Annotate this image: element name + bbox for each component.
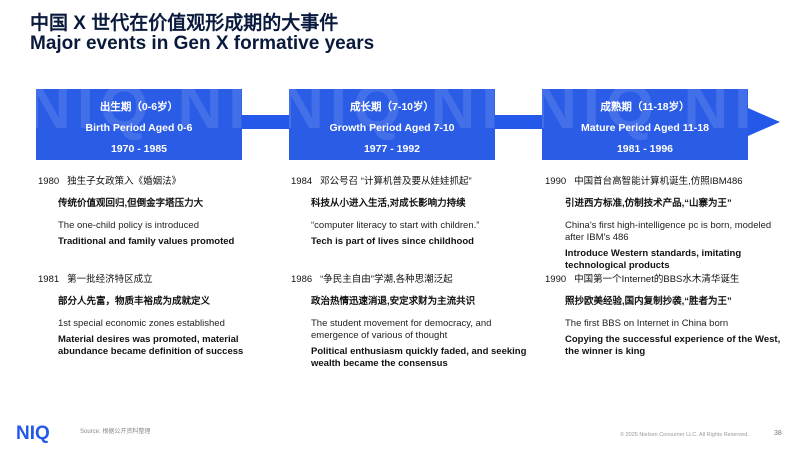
event-year: 1984 bbox=[291, 176, 313, 187]
event-block: 1980 独生子女政策入《婚姻法》 传统价值观回归,但倒金字塔压力大 The on… bbox=[38, 176, 278, 248]
period-box-birth: NIQ NIQ 出生期（0-6岁） Birth Period Aged 0-6 … bbox=[36, 89, 242, 160]
event-title: 中国第一个Internet的BBS水木清华诞生 bbox=[574, 274, 740, 285]
event-heading: 1990 中国首台高智能计算机诞生,仿照IBM486 bbox=[545, 176, 785, 188]
period-en: Birth Period Aged 0-6 bbox=[85, 122, 193, 134]
niq-logo: NIQ bbox=[16, 423, 50, 444]
event-heading: 1981 第一批经济特区成立 bbox=[38, 274, 278, 286]
timeline-arrow-icon bbox=[748, 108, 780, 136]
period-years: 1970 - 1985 bbox=[110, 143, 168, 155]
event-heading: 1984 邓公号召 “计算机普及要从娃娃抓起” bbox=[291, 176, 531, 188]
period-cn: 成长期（7-10岁） bbox=[349, 101, 434, 113]
page-number: 38 bbox=[774, 430, 782, 437]
event-heading: 1986 “争民主自由”学潮,各种思潮泛起 bbox=[291, 274, 531, 286]
event-impact-en: Tech is part of lives since childhood bbox=[311, 236, 474, 247]
title-cn: 中国 X 世代在价值观形成期的大事件 bbox=[30, 13, 339, 34]
event-impact-cn: 部分人先富，物质丰裕成为成就定义 bbox=[58, 296, 211, 307]
event-block: 1990 中国首台高智能计算机诞生,仿照IBM486 引进西方标准,仿制技术产品,… bbox=[545, 176, 785, 272]
period-years: 1981 - 1996 bbox=[616, 143, 674, 155]
event-title: 中国首台高智能计算机诞生,仿照IBM486 bbox=[574, 176, 743, 187]
period-box-mature: NIQ NIQ 成熟期（11-18岁） Mature Period Aged 1… bbox=[542, 89, 748, 160]
event-impact-cn: 传统价值观回归,但倒金字塔压力大 bbox=[58, 198, 204, 209]
copyright: © 2025 Nielsen Consumer LLC. All Rights … bbox=[620, 432, 749, 438]
event-title: 独生子女政策入《婚姻法》 bbox=[67, 176, 182, 187]
event-block: 1981 第一批经济特区成立 部分人先富，物质丰裕成为成就定义 1st speci… bbox=[38, 274, 278, 358]
event-desc-en: China's first high-intelligence pc is bo… bbox=[565, 220, 772, 243]
period-cn: 出生期（0-6岁） bbox=[99, 101, 179, 113]
event-year: 1981 bbox=[38, 274, 60, 285]
event-impact-cn: 科技从小进入生活,对成长影响力持续 bbox=[311, 198, 466, 209]
event-year: 1980 bbox=[38, 176, 60, 187]
event-impact-cn: 引进西方标准,仿制技术产品,“山寨为王” bbox=[565, 198, 732, 209]
event-block: 1986“争民主自由”学潮,各种思潮泛起 政治热情迅速消退,安定求财为主流共识 … bbox=[291, 274, 531, 370]
event-impact-cn: 照抄欧美经验,国内复制抄袭,“胜者为王” bbox=[565, 296, 732, 307]
event-title: 邓公号召 “计算机普及要从娃娃抓起” bbox=[320, 176, 472, 187]
period-box-growth: NIQ NIQ 成长期（7-10岁） Growth Period Aged 7-… bbox=[289, 89, 495, 160]
event-title: 第一批经济特区成立 bbox=[67, 274, 153, 285]
event-heading: 1980 独生子女政策入《婚姻法》 bbox=[38, 176, 278, 188]
event-desc-en: The first BBS on Internet in China born bbox=[565, 318, 729, 329]
event-year: 1986 bbox=[291, 274, 313, 285]
event-impact-en: Political enthusiasm quickly faded, and … bbox=[311, 346, 527, 369]
event-year: 1990 bbox=[545, 274, 567, 285]
event-desc-en: “computer literacy to start with childre… bbox=[311, 220, 480, 231]
event-impact-en: Material desires was promoted, material … bbox=[58, 334, 244, 357]
event-impact-en: Traditional and family values promoted bbox=[58, 236, 235, 247]
event-title: “争民主自由”学潮,各种思潮泛起 bbox=[320, 274, 453, 285]
title-en: Major events in Gen X formative years bbox=[30, 33, 375, 54]
event-desc-en: 1st special economic zones established bbox=[58, 318, 225, 329]
period-en: Growth Period Aged 7-10 bbox=[329, 122, 455, 134]
event-desc-en: The student movement for democracy, and … bbox=[311, 318, 492, 341]
period-en: Mature Period Aged 11-18 bbox=[581, 122, 709, 134]
period-years: 1977 - 1992 bbox=[363, 143, 421, 155]
event-block: 1990 中国第一个Internet的BBS水木清华诞生 照抄欧美经验,国内复制抄… bbox=[545, 274, 785, 358]
event-impact-cn: 政治热情迅速消退,安定求财为主流共识 bbox=[311, 296, 476, 307]
event-block: 1984 邓公号召 “计算机普及要从娃娃抓起” 科技从小进入生活,对成长影响力持续… bbox=[291, 176, 531, 248]
event-impact-en: Introduce Western standards, imitating t… bbox=[565, 248, 742, 271]
event-year: 1990 bbox=[545, 176, 567, 187]
event-desc-en: The one-child policy is introduced bbox=[58, 220, 199, 231]
event-heading: 1990 中国第一个Internet的BBS水木清华诞生 bbox=[545, 274, 785, 286]
event-impact-en: Copying the successful experience of the… bbox=[565, 334, 781, 357]
period-cn: 成熟期（11-18岁） bbox=[600, 101, 690, 113]
source-note: Source: 根据公开资料整理 bbox=[80, 429, 151, 435]
